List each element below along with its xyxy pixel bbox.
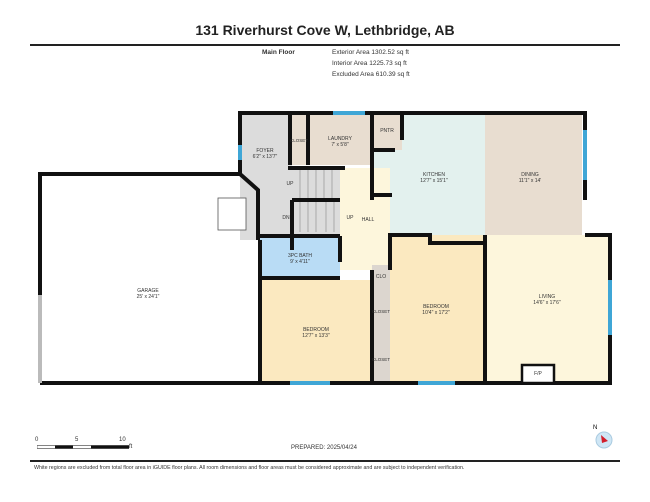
- room-clo: CLO: [375, 274, 387, 280]
- foyer-closet-area: [290, 115, 308, 165]
- compass-north-label: N: [593, 425, 598, 431]
- exterior-area: Exterior Area 1302.52 sq ft: [332, 49, 409, 56]
- stairs-up-label: UP: [286, 181, 294, 187]
- compass-icon: [595, 431, 613, 449]
- room-foyer-closet: CLOSET: [289, 138, 309, 143]
- page-title: 131 Riverhurst Cove W, Lethbridge, AB: [195, 22, 455, 38]
- bath-area: [260, 235, 340, 278]
- fireplace-label: F/P: [534, 371, 542, 377]
- room-closet-b: CLOSET: [371, 357, 391, 362]
- windows: [238, 111, 612, 385]
- laundry-area: [308, 115, 370, 165]
- living-area: [485, 235, 610, 382]
- floor-name: Main Floor: [262, 49, 295, 56]
- garage-steps: [217, 197, 247, 231]
- fireplace: [520, 363, 556, 385]
- room-pantry: PNTR: [380, 128, 394, 134]
- scale-tick-10: 10: [119, 437, 126, 443]
- header-divider: [30, 44, 620, 46]
- room-closet-a: CLOSET: [371, 309, 391, 314]
- footer-divider: [30, 460, 620, 462]
- dining-area: [485, 115, 582, 235]
- scale-unit: ft: [129, 444, 133, 450]
- disclaimer: White regions are excluded from total fl…: [34, 465, 465, 471]
- excluded-area: Excluded Area 610.39 sq ft: [332, 71, 410, 78]
- closets-area: [372, 265, 390, 383]
- compass: N: [593, 425, 615, 449]
- interior-area: Interior Area 1225.73 sq ft: [332, 60, 407, 67]
- bedroom1-area: [260, 280, 372, 383]
- prepared-date: PREPARED: 2025/04/24: [291, 445, 357, 451]
- bedroom2-area: [390, 235, 485, 383]
- foyer-area: [240, 115, 292, 240]
- area-summary: Exterior Area 1302.52 sq ft Interior Are…: [332, 47, 410, 80]
- scale-tick-0: 0: [35, 437, 39, 443]
- hall-area: [340, 168, 390, 270]
- scale-tick-5: 5: [75, 437, 79, 443]
- stairs-up-label-2: UP: [346, 215, 354, 221]
- stairs-down-label: DN: [282, 215, 290, 221]
- room-hall: HALL: [361, 217, 375, 223]
- stairs-treads: [299, 170, 335, 232]
